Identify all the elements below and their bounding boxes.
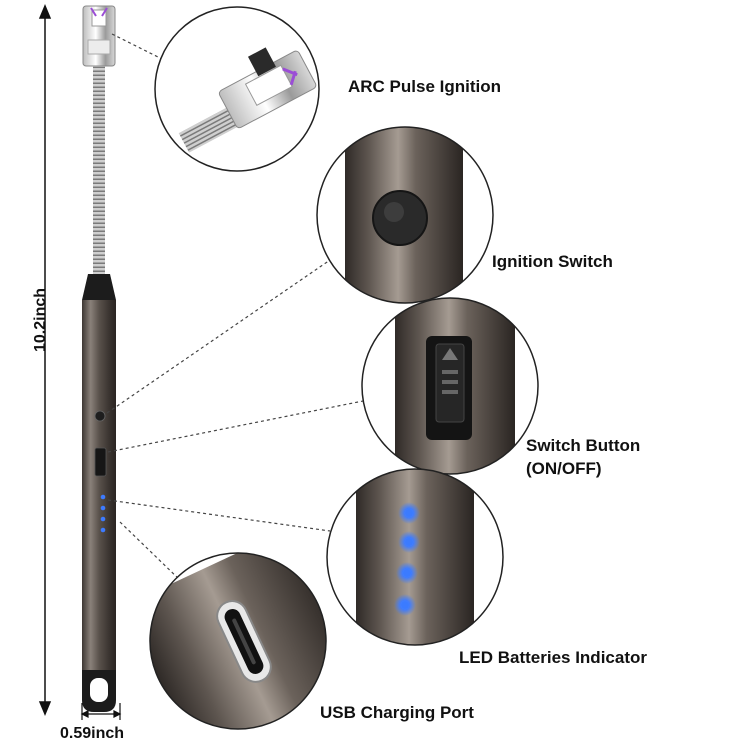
- lighter-body: [82, 5, 116, 712]
- width-dimension-label: 0.59inch: [60, 725, 125, 742]
- width-dimension-arrow: [80, 703, 122, 720]
- label-ignition-switch: Ignition Switch: [492, 252, 613, 271]
- label-arc-pulse: ARC Pulse Ignition: [348, 77, 501, 96]
- height-dimension-arrow: [38, 4, 52, 716]
- callout-arc-pulse: [154, 6, 320, 172]
- height-dimension-label-wrap: 10.2inch: [21, 288, 61, 352]
- callout-switch-button: [361, 297, 539, 475]
- label-led-indicator: LED Batteries Indicator: [459, 648, 647, 667]
- label-switch-onoff: (ON/OFF): [526, 459, 602, 478]
- leader-lines: [106, 33, 369, 583]
- height-dimension-label: 10.2inch: [32, 287, 49, 353]
- callout-led-indicator: [326, 468, 504, 646]
- label-usb-port: USB Charging Port: [320, 703, 474, 722]
- label-switch-button: Switch Button: [526, 436, 641, 455]
- callout-ignition-switch: [316, 126, 494, 304]
